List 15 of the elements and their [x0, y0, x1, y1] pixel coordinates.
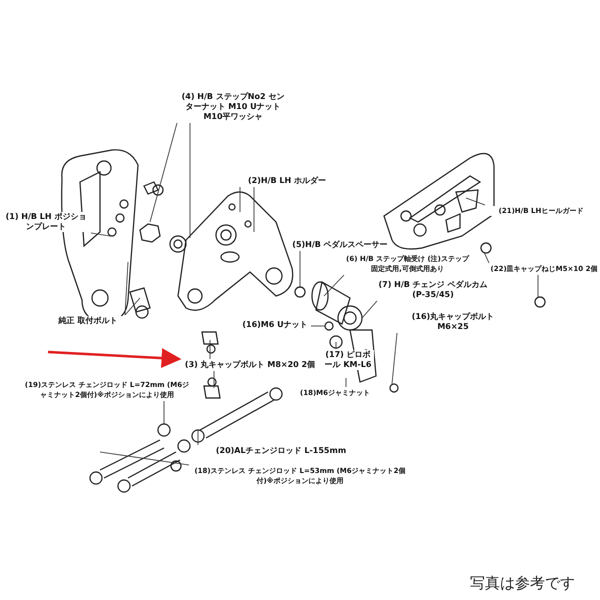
caption-text: 写真は参考です [470, 574, 575, 593]
callout-label: (5)H/B ペダルスペーサー [290, 240, 390, 250]
leader-line [124, 262, 128, 316]
leader-line [392, 332, 398, 384]
leader-line [90, 232, 110, 236]
callout-label: (17) ピロボール KM-L6 [322, 350, 374, 370]
leader-line [484, 252, 490, 264]
pointer-arrow [48, 348, 182, 368]
leader-line [362, 300, 378, 318]
leader-line [100, 452, 190, 466]
leader-line [324, 274, 344, 296]
leader-line [466, 198, 486, 206]
leader-line [150, 122, 178, 222]
leader-line [124, 298, 140, 316]
callout-label: (7) H/B チェンジ ペダルカム (P-35/45) [378, 280, 488, 300]
